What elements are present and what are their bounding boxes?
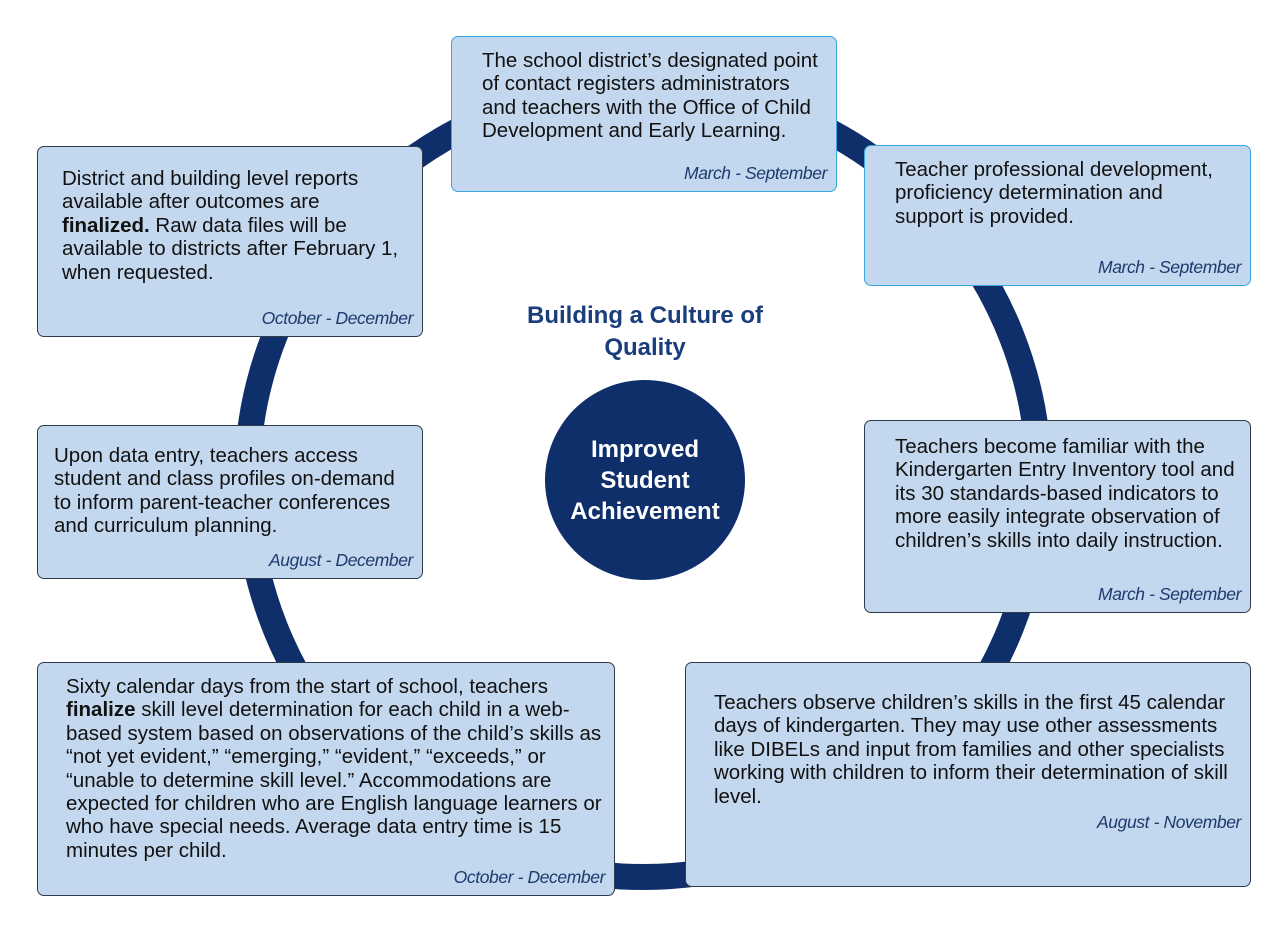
step-register: The school district’s designated point o… [451,36,837,192]
step-reports-available: District and building level reports avai… [37,146,423,337]
finalize-emphasis: finalize [66,698,136,722]
center-circle: Improved Student Achievement [545,380,745,580]
step-finalize-skill-level: Sixty calendar days from the start of sc… [37,662,615,896]
diagram-title: Building a Culture of Quality [527,302,763,361]
step-register-period: March - September [684,162,827,183]
step-observe-skills-text: Teachers observe children’s skills in th… [714,691,1228,808]
step-reports-available-period: October - December [261,307,414,328]
step-reports-available-text: District and building level reports avai… [62,167,359,214]
step-finalize-skill-level-text: Sixty calendar days from the start of sc… [66,675,548,698]
step-professional-development: Teacher professional development, profic… [864,145,1251,286]
finalized-emphasis: finalized. [62,213,150,237]
step-professional-development-text: Teacher professional development, profic… [895,158,1213,228]
step-register-text: The school district’s designated point o… [482,49,818,143]
step-finalize-skill-level-period: October - December [453,866,606,887]
center-circle-text: Improved Student Achievement [570,435,720,525]
step-become-familiar-period: March - September [1098,583,1241,604]
step-access-profiles-text: Upon data entry, teachers access student… [54,444,395,538]
step-observe-skills: Teachers observe children’s skills in th… [685,662,1251,887]
step-become-familiar: Teachers become familiar with the Kinder… [864,420,1251,613]
step-access-profiles: Upon data entry, teachers access student… [37,425,423,579]
step-access-profiles-period: August - December [269,549,413,570]
step-become-familiar-text: Teachers become familiar with the Kinder… [895,435,1235,552]
step-professional-development-period: March - September [1098,256,1241,277]
step-observe-skills-period: August - November [1097,811,1241,832]
